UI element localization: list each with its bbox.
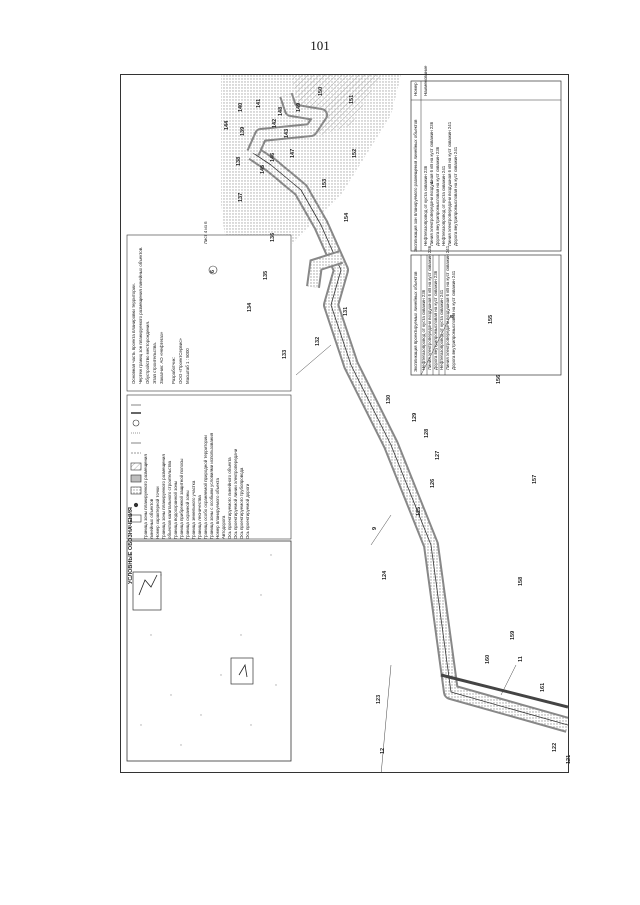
- legend-frame: [126, 394, 292, 540]
- legend-symbols: [130, 404, 142, 523]
- explication-table-2: [410, 254, 562, 376]
- inset-map: [126, 540, 292, 762]
- callout-leaders: [295, 314, 517, 772]
- page-number: 101: [310, 38, 330, 53]
- inset-map-dots: [140, 554, 277, 746]
- planned-zone-corridor: [246, 92, 568, 733]
- map-sheet: [120, 74, 569, 773]
- note-frame: [126, 234, 292, 392]
- inset-highlight-2: [230, 657, 254, 685]
- map-drawing: [126, 75, 568, 772]
- sheet-marker: [208, 265, 218, 275]
- explication-table: [410, 80, 562, 252]
- road-line: [440, 673, 568, 709]
- inset-highlight: [132, 571, 162, 611]
